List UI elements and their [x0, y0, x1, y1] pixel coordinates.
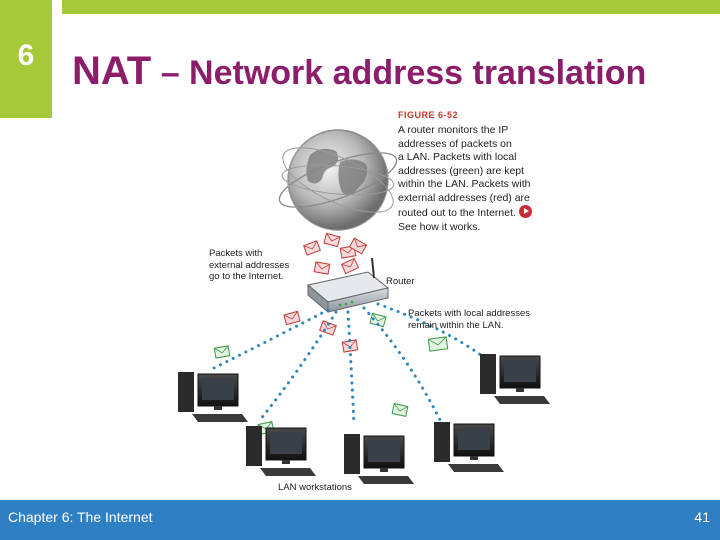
- play-icon[interactable]: [518, 205, 532, 218]
- caption-line: addresses of packets on: [398, 137, 512, 150]
- workstation-icon: [344, 434, 414, 484]
- caption-line: addresses (green) are kept: [398, 164, 525, 177]
- caption-line-text: routed out to the Internet.: [398, 207, 516, 219]
- figure-caption: A router monitors the IP addresses of pa…: [398, 124, 532, 234]
- caption-line: See how it works.: [398, 220, 481, 233]
- internet-globe-icon: [278, 129, 398, 231]
- local-label-line: remain within the LAN.: [408, 319, 504, 331]
- caption-line: external addresses (red) are: [398, 191, 530, 204]
- caption-line: routed out to the Internet.: [398, 205, 532, 221]
- router-icon: [306, 257, 390, 314]
- workstation-icon: [246, 426, 316, 476]
- local-packets-label: Packets with local addresses remain with…: [408, 308, 530, 331]
- workstation-icon: [178, 372, 248, 422]
- footer-bar: Chapter 6: The Internet 41: [0, 500, 720, 540]
- external-packets-label: Packets with external addresses go to th…: [209, 248, 289, 283]
- slide-title: NAT – Network address translation: [72, 48, 646, 103]
- router-label: Router: [386, 276, 415, 287]
- local-label-line: Packets with local addresses: [408, 308, 530, 319]
- lan-workstations-label: LAN workstations: [278, 482, 352, 493]
- top-accent-bar: [62, 0, 720, 14]
- external-packets: [283, 232, 368, 353]
- slide-title-sub: – Network address translation: [151, 54, 647, 92]
- chapter-number: 6: [17, 39, 35, 72]
- caption-line: a LAN. Packets with local: [398, 151, 517, 163]
- caption-line: A router monitors the IP: [398, 124, 509, 136]
- external-label-line: external addresses: [209, 259, 290, 271]
- workstation-icon: [480, 354, 550, 404]
- workstation-icon: [434, 422, 504, 472]
- figure-label: FIGURE 6-52: [398, 110, 459, 120]
- nat-network-figure: [178, 129, 550, 484]
- external-label-line: go to the Internet.: [209, 271, 284, 282]
- external-label-line: Packets with: [209, 248, 263, 259]
- slide-title-main: NAT: [72, 49, 152, 93]
- caption-line: within the LAN. Packets with: [398, 178, 531, 190]
- footer-chapter: Chapter 6: The Internet: [8, 509, 153, 525]
- chapter-block: 6: [0, 0, 52, 118]
- page-number: 41: [694, 509, 710, 525]
